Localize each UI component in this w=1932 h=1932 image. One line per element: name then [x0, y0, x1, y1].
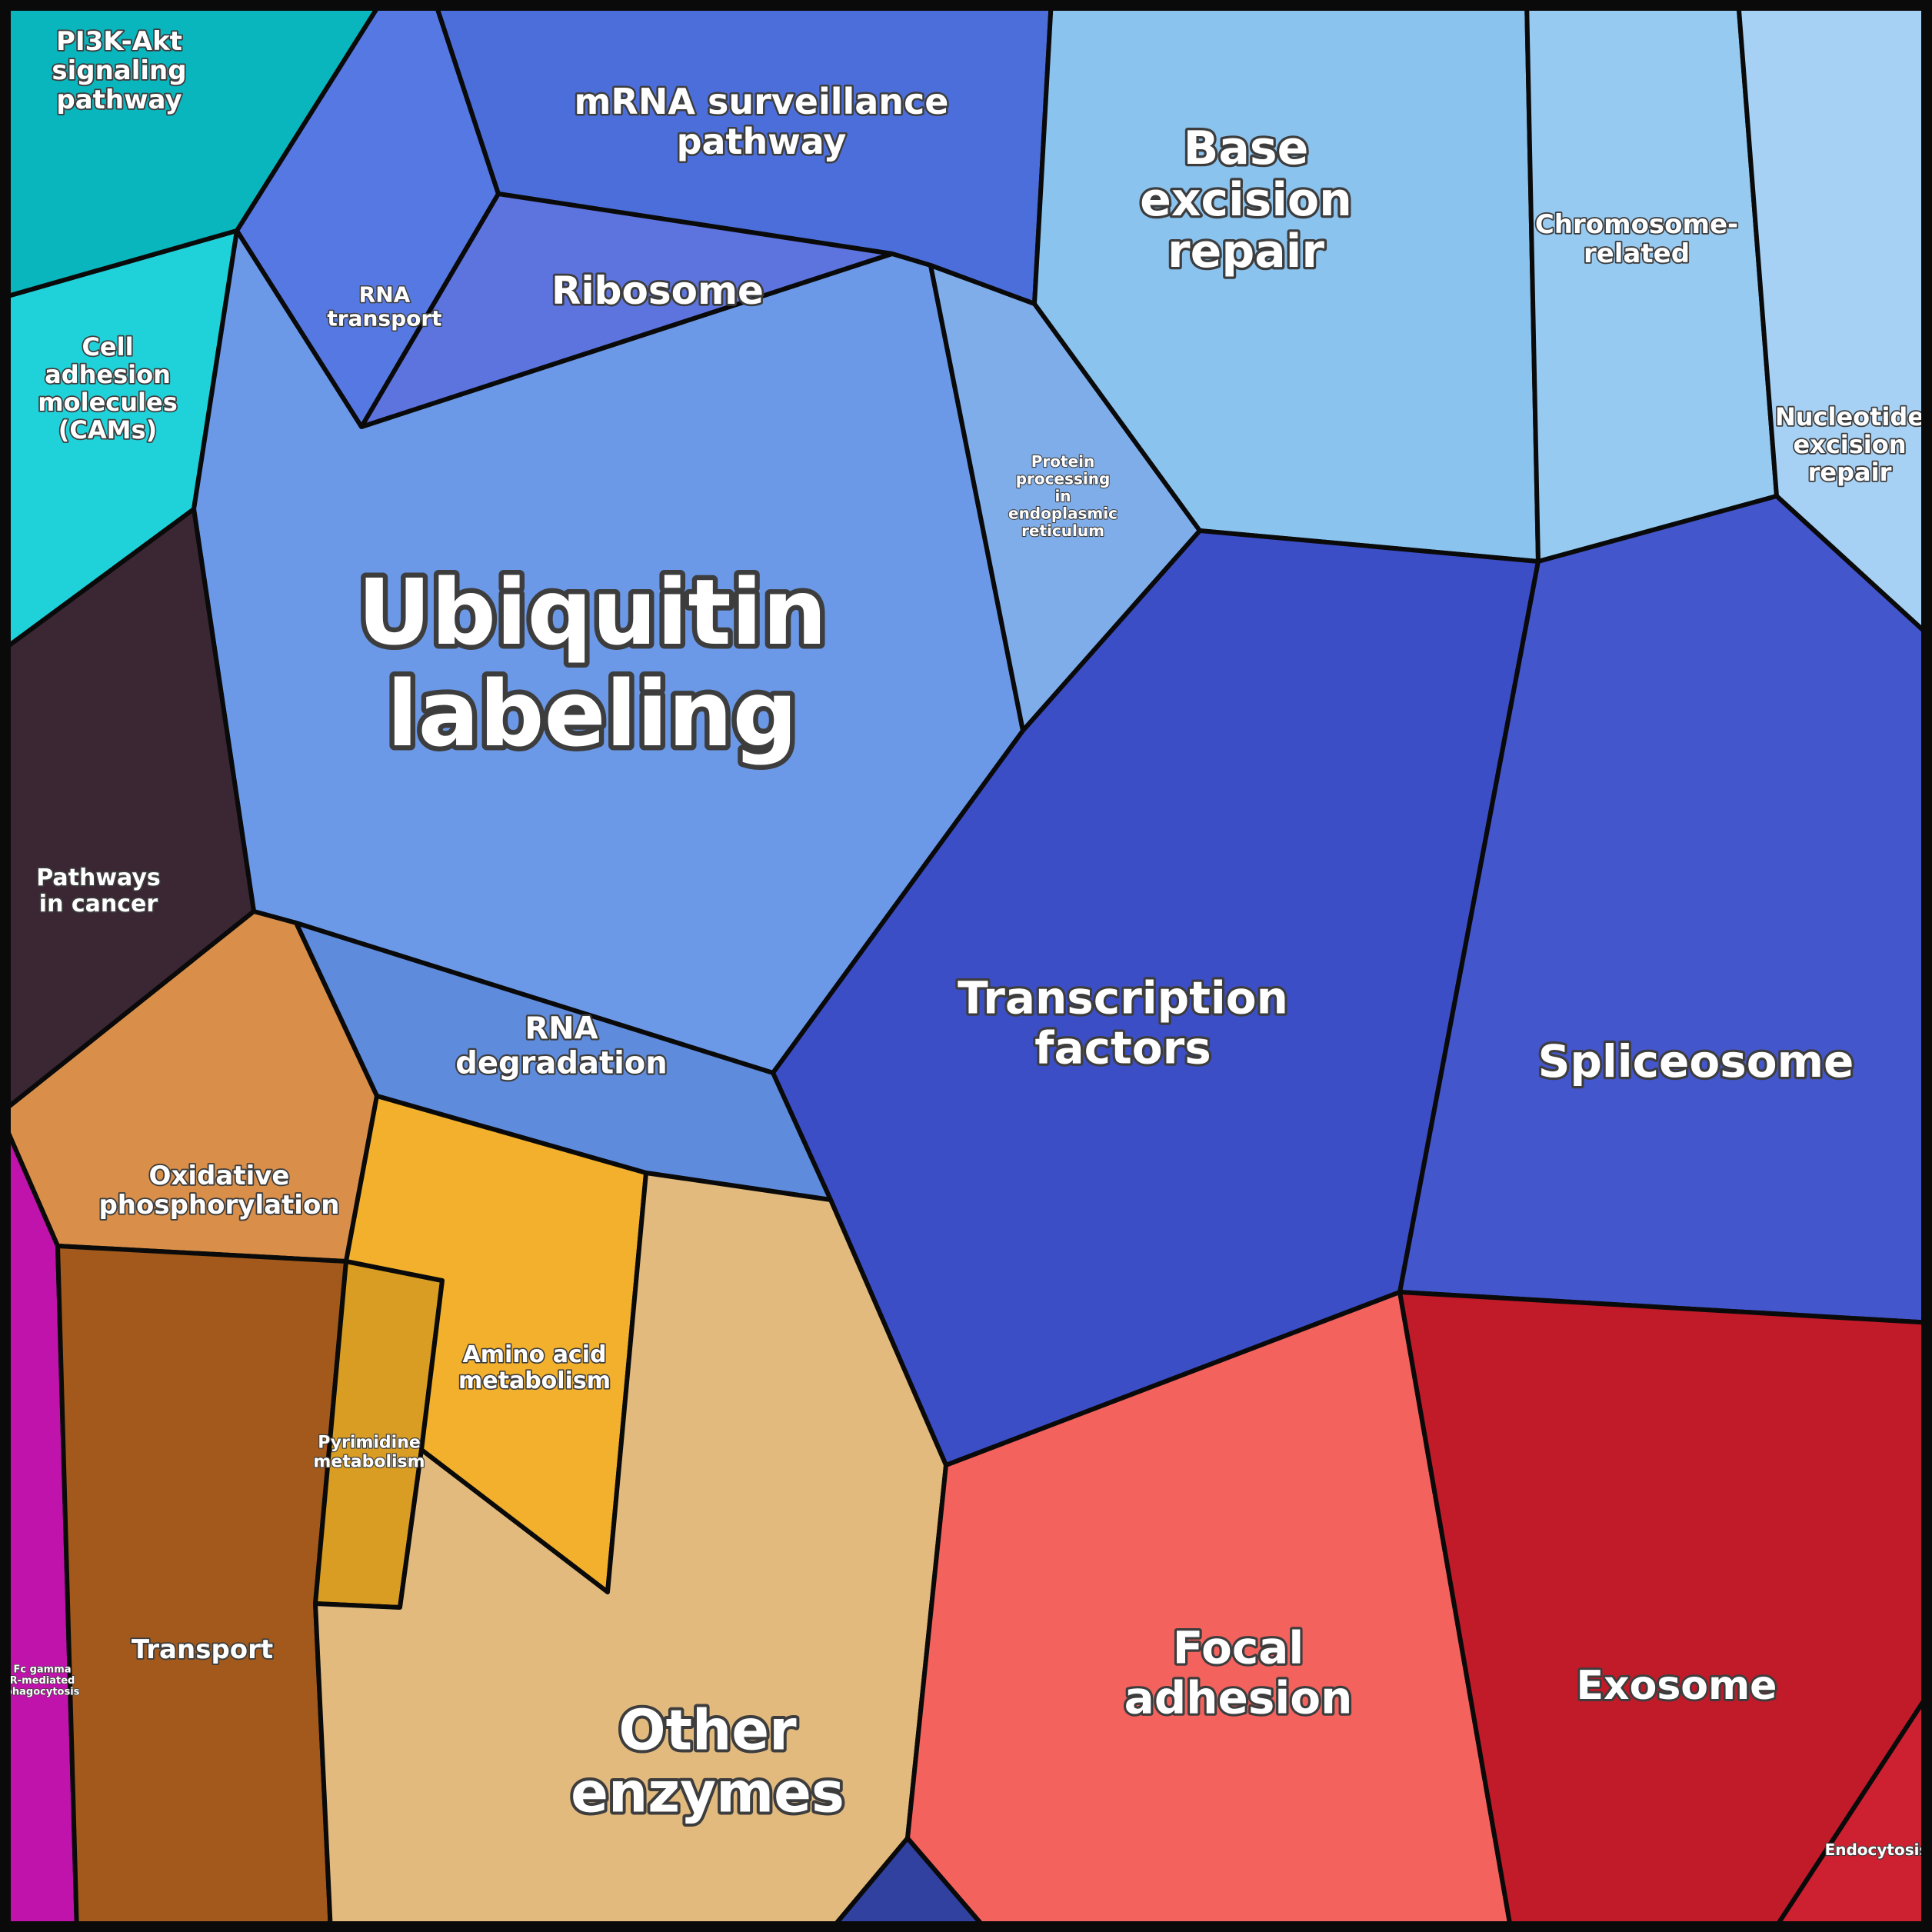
cell-other-enzymes	[313, 1171, 948, 1932]
label-exosome: Exosome	[1577, 1663, 1777, 1709]
label-transport: Transport	[132, 1634, 273, 1665]
cell-spliceosome	[1397, 494, 1932, 1325]
label-chromosome-related: Chromosome-related	[1535, 209, 1738, 269]
cell-transport	[55, 1244, 348, 1932]
cell-nucleotide-excision-repair	[1736, 0, 1932, 641]
cell-chromosome-related	[1524, 0, 1779, 564]
label-spliceosome: Spliceosome	[1538, 1035, 1854, 1088]
label-ribosome: Ribosome	[551, 268, 764, 313]
label-endocytosis: Endocytosis	[1825, 1840, 1929, 1859]
cell-focal-adhesion	[905, 1290, 1514, 1932]
cell-endocytosis	[1770, 1686, 1932, 1932]
